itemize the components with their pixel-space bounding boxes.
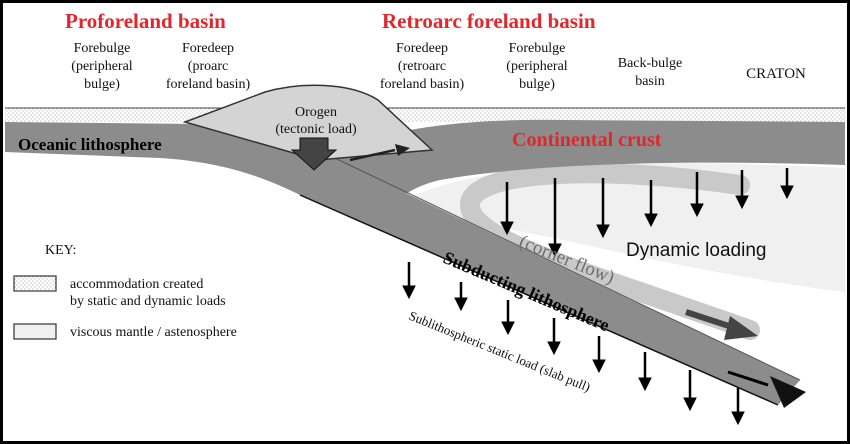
zone-backbulge-line-1: Back-bulge	[618, 56, 683, 71]
zone-forebulge-pro-line-1: Forebulge	[74, 41, 131, 56]
zone-foredeep-retro-line-2: (retroarc	[398, 59, 446, 74]
legend-item-accommodation-line-2: by static and dynamic loads	[70, 294, 226, 309]
legend-title: KEY:	[45, 243, 76, 258]
subducting-lithosphere	[5, 122, 800, 405]
corner-flow-arrow-icon	[685, 309, 736, 331]
orogen-label-line-2: (tectonic load)	[275, 122, 357, 137]
zone-forebulge-retro-line-1: Forebulge	[509, 41, 566, 56]
legend-item-mantle: viscous mantle / astenosphere	[70, 325, 237, 340]
dynamic-loading-label: Dynamic loading	[626, 240, 766, 261]
proforeland-header: Proforeland basin	[65, 9, 226, 33]
slab-pull-arrows	[402, 262, 745, 426]
zone-foredeep-pro-line-1: Foredeep	[182, 41, 234, 56]
orogen-flow-arrowhead-icon	[395, 144, 410, 156]
dynamic-loading-arrows	[500, 168, 794, 258]
zone-foredeep-pro-line-3: foreland basin)	[166, 77, 251, 92]
slab-top-line	[317, 149, 801, 381]
retroarc-header: Retroarc foreland basin	[382, 9, 596, 33]
corner-flow-band	[459, 163, 760, 340]
zone-labels: Forebulge (peripheral bulge) Foredeep (p…	[71, 41, 806, 92]
slab-base-line	[299, 194, 779, 406]
zone-foredeep-retro-line-1: Foredeep	[396, 41, 448, 56]
orogen-flow-arrow-icon	[349, 148, 396, 162]
zone-forebulge-pro-line-2: (peripheral	[71, 59, 133, 74]
zone-forebulge-pro-line-3: bulge)	[84, 77, 120, 92]
orogen-wedge	[182, 84, 434, 161]
legend-swatch-mantle	[13, 323, 57, 340]
continental-crust-label: Continental crust	[512, 129, 662, 151]
continental-crust	[300, 119, 845, 208]
zone-foredeep-retro-line-3: foreland basin)	[380, 77, 465, 92]
slab-arrow-icon	[727, 370, 769, 387]
zone-forebulge-retro-line-3: bulge)	[519, 77, 555, 92]
legend: KEY: accommodation created by static and…	[13, 243, 237, 340]
tectonic-load-arrow-icon	[290, 137, 338, 171]
corner-flow-arrowhead-icon	[724, 316, 758, 340]
orogen-label-line-1: Orogen	[295, 105, 337, 120]
zone-backbulge-line-2: basin	[635, 74, 665, 89]
oceanic-lithosphere-label: Oceanic lithosphere	[18, 135, 162, 154]
zone-craton: CRATON	[746, 66, 806, 82]
zone-forebulge-retro-line-2: (peripheral	[506, 59, 568, 74]
accommodation-band	[5, 108, 845, 122]
legend-swatch-accommodation	[13, 275, 57, 292]
legend-item-accommodation-line-1: accommodation created	[70, 277, 203, 292]
zone-foredeep-pro-line-2: (proarc	[188, 59, 228, 74]
slab-tip	[770, 376, 806, 408]
